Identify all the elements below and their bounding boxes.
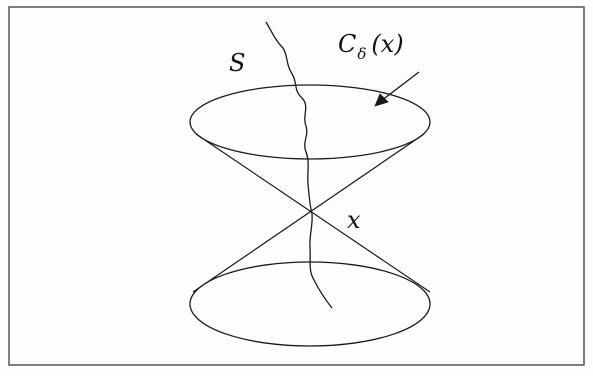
cone-line-left <box>195 133 431 293</box>
arrow-shaft <box>380 71 420 102</box>
label-cone-name: C <box>338 30 356 58</box>
cone-line-right <box>192 133 425 293</box>
arrow-head-icon <box>374 93 389 107</box>
label-cone-subscript: δ <box>357 45 366 63</box>
label-cone: Cδ (x) <box>338 30 404 63</box>
top-ellipse <box>189 84 431 160</box>
label-s: S <box>229 49 245 77</box>
curve-s <box>265 21 333 309</box>
label-vertex: x <box>347 206 361 234</box>
label-cone-arg: (x) <box>371 30 403 58</box>
figure-frame <box>8 6 585 366</box>
bottom-ellipse <box>189 261 431 347</box>
